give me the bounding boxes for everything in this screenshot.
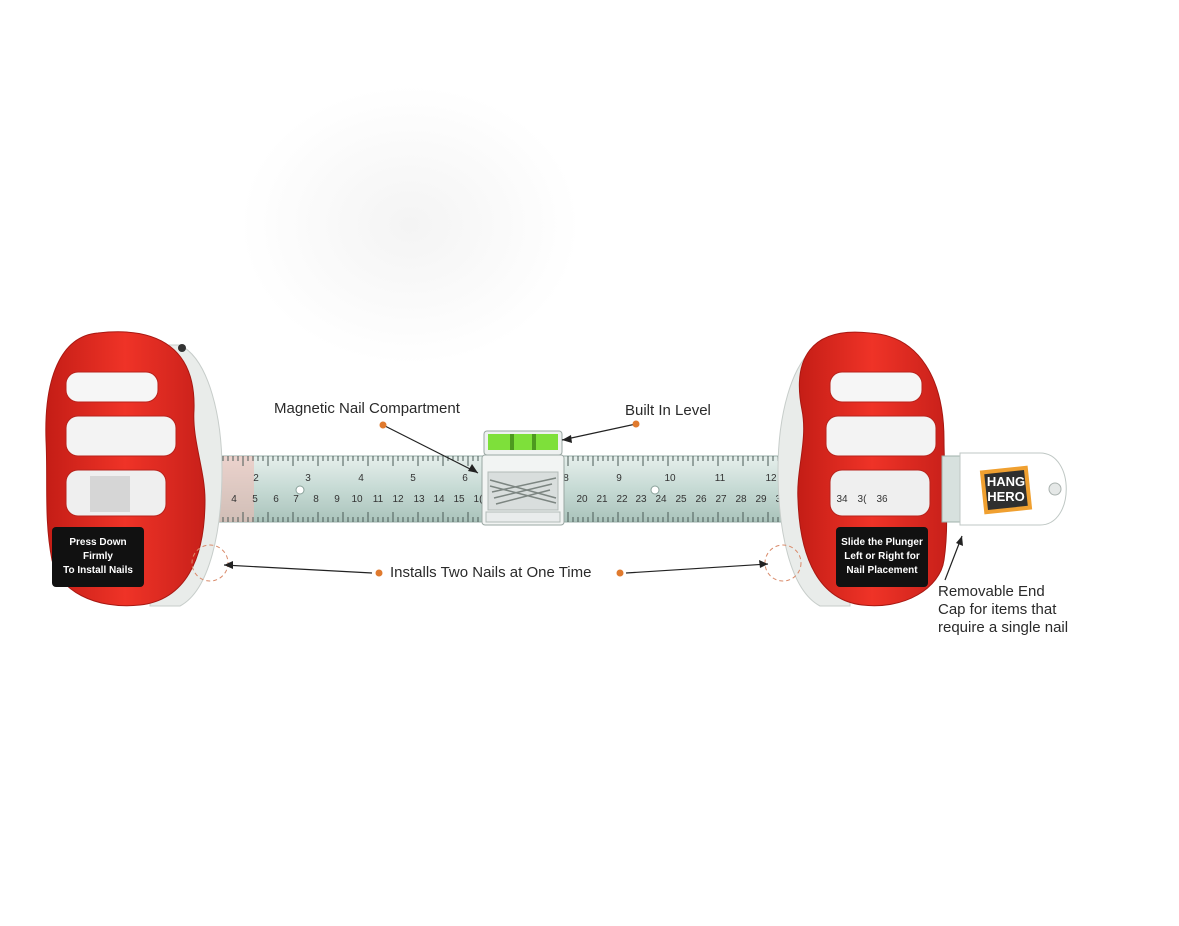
ruler-inch-label: 5 xyxy=(410,473,416,484)
ruler-cm-label: 22 xyxy=(616,494,628,505)
ruler-cm-label: 23 xyxy=(635,494,647,505)
magnetic-nail-compartment xyxy=(481,454,565,526)
right-sticker-line1: Slide the Plunger xyxy=(841,537,923,548)
callout-dots xyxy=(375,420,640,577)
ruler-cm-label: 5 xyxy=(252,494,258,505)
magnetic-callout-line xyxy=(382,424,479,474)
ruler-inch-label: 11 xyxy=(715,473,726,484)
end-cap-label-line1: Removable End xyxy=(938,583,1045,600)
left-nail-tool: Press Down Firmly To Install Nails xyxy=(45,331,223,607)
ruler-inch-label: 6 xyxy=(462,473,468,484)
left-sticker-line3: To Install Nails xyxy=(63,565,133,576)
ruler-cm-label: 10 xyxy=(351,494,363,505)
ruler-cm-label: 1( xyxy=(474,494,484,505)
ruler-cm-label: 26 xyxy=(695,494,707,505)
ruler-cm-label: 27 xyxy=(715,494,727,505)
ruler-cm-label: 13 xyxy=(413,494,425,505)
ruler-inch-label: 9 xyxy=(616,473,622,484)
level-callout-line xyxy=(561,423,637,441)
logo-line2: HERO xyxy=(987,489,1025,504)
right-sticker-line2: Left or Right for xyxy=(844,551,920,562)
installs-right-line xyxy=(625,563,769,574)
ruler-inch-label: 4 xyxy=(358,473,364,484)
ruler-cm-label: 11 xyxy=(373,494,384,505)
ruler-cm-label: 12 xyxy=(392,494,404,505)
ruler-inch-label: 2 xyxy=(253,473,259,484)
ruler-cm-label: 20 xyxy=(576,494,588,505)
end-cap-label-line2: Cap for items that xyxy=(938,601,1057,618)
left-instruction-sticker xyxy=(52,527,144,587)
magnetic-compartment-label: Magnetic Nail Compartment xyxy=(274,400,460,417)
hang-hero-logo: HANG HERO xyxy=(979,465,1033,515)
right-instruction-sticker xyxy=(836,527,928,587)
ruler-cm-label: 6 xyxy=(273,494,279,505)
ruler-cm-label: 24 xyxy=(655,494,667,505)
right-tool-cm-label: 34 xyxy=(836,494,848,505)
ruler-cm-label: 7 xyxy=(293,494,299,505)
ruler-cm-label: 29 xyxy=(755,494,767,505)
right-sticker-line3: Nail Placement xyxy=(846,565,918,576)
right-nail-tool: Slide the Plunger Left or Right for Nail… xyxy=(777,331,948,607)
ruler-cm-label: 8 xyxy=(313,494,319,505)
installs-left-line xyxy=(223,564,373,574)
right-tool-cm-label: 36 xyxy=(876,494,888,505)
ruler-cm-label: 14 xyxy=(433,494,445,505)
built-in-level-label: Built In Level xyxy=(625,402,711,419)
left-sticker-line1: Press Down xyxy=(69,537,126,548)
removable-end-cap: HANG HERO xyxy=(941,452,1067,526)
ruler-cm-label: 15 xyxy=(453,494,465,505)
ruler-inch-label: 3 xyxy=(305,473,311,484)
ruler-cm-label: 4 xyxy=(231,494,237,505)
built-in-level xyxy=(483,430,563,456)
installs-two-nails-label: Installs Two Nails at One Time xyxy=(390,564,592,581)
left-sticker-line2: Firmly xyxy=(83,551,113,562)
right-tool-cm-label: 3( xyxy=(858,494,868,505)
ruler-inch-label: 10 xyxy=(664,473,676,484)
end-cap-label: Removable End Cap for items that require… xyxy=(938,583,1068,637)
ruler-cm-label: 28 xyxy=(735,494,747,505)
end-cap-label-line3: require a single nail xyxy=(938,619,1069,636)
ruler-inch-label: 8 xyxy=(563,473,569,484)
ruler-cm-label: 9 xyxy=(334,494,340,505)
left-nail-circle xyxy=(191,544,229,582)
background-haze xyxy=(240,85,580,365)
logo-line1: HANG xyxy=(987,474,1025,489)
ruler-cm-label: 21 xyxy=(596,494,608,505)
ruler-inch-label: 12 xyxy=(765,473,777,484)
ruler-cm-label: 25 xyxy=(675,494,687,505)
